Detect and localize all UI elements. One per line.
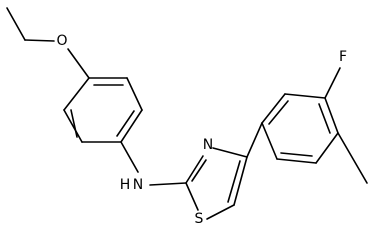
bond-phenyl-6 bbox=[63, 77, 90, 111]
bond-thiazole-n3-c4 bbox=[212, 147, 248, 158]
atom-thiazole-nitrogen-label: N bbox=[203, 137, 213, 153]
bond-phenyl-3 bbox=[120, 109, 143, 143]
bond-thiazole-c5-s bbox=[206, 204, 235, 220]
bond-phenyl-double-2 bbox=[116, 110, 135, 137]
bond-ring2-4 bbox=[315, 132, 339, 164]
atom-oxygen-label: O bbox=[56, 33, 67, 49]
bond-ring2-5 bbox=[276, 158, 317, 164]
bond-ring2-double-2 bbox=[318, 103, 331, 134]
bond-thiazole-c2-n3-double bbox=[191, 159, 207, 182]
bond-ring2-1 bbox=[261, 93, 286, 124]
bond-phenyl-5 bbox=[63, 109, 83, 143]
atom-nh-hydrogen-label: H bbox=[120, 177, 131, 193]
bond-ring2-2 bbox=[284, 93, 326, 99]
atom-fluorine-label: F bbox=[339, 49, 347, 65]
bond-nh-thiazole bbox=[149, 182, 187, 186]
bond-thiazole-c2-n3 bbox=[185, 155, 204, 184]
bond-ring2-double-1 bbox=[268, 100, 289, 125]
bond-ring2-3 bbox=[324, 97, 339, 134]
atom-nh-nitrogen-label: N bbox=[133, 177, 143, 193]
bond-ethyl-ch2-o bbox=[24, 39, 55, 42]
bond-ring2-6 bbox=[261, 122, 278, 160]
bond-phenyl-double-3 bbox=[70, 109, 78, 138]
bond-thiazole-aryl bbox=[246, 122, 263, 158]
bond-ethyl-ch3-ch2 bbox=[6, 7, 26, 41]
bond-thiazole-c4-c5 bbox=[233, 156, 248, 206]
bond-thiazole-s-c2 bbox=[185, 182, 199, 211]
bond-ring2-double-3 bbox=[280, 152, 313, 157]
atom-thiazole-sulfur-label: S bbox=[195, 211, 204, 227]
bond-c-f bbox=[324, 67, 341, 99]
bond-thiazole-c4-c5-double bbox=[227, 160, 241, 203]
bond-c-methyl bbox=[337, 132, 368, 184]
bond-aryl-nh bbox=[120, 141, 139, 173]
bond-phenyl-2 bbox=[126, 77, 143, 111]
bond-o-aryl bbox=[67, 48, 90, 79]
